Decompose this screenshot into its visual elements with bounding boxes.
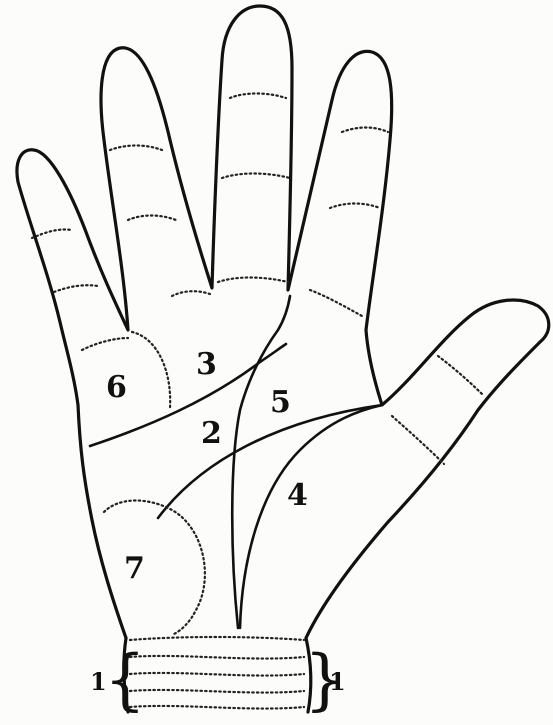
bracelet-line-3 (130, 673, 304, 676)
index-finger-crease-3 (310, 290, 362, 316)
bracelet-line-5 (130, 706, 304, 709)
middle-finger-crease-1 (230, 94, 286, 99)
left-brace: { (104, 641, 146, 718)
index-finger-crease-1 (342, 128, 388, 133)
middle-finger-crease-3 (218, 278, 288, 283)
ring-finger-crease-1 (110, 146, 162, 151)
label-seven: 7 (124, 551, 145, 586)
little-finger-crease-3 (82, 338, 128, 350)
label-six: 6 (106, 370, 127, 405)
middle-finger-crease-2 (222, 174, 290, 179)
index-finger-crease-2 (330, 204, 380, 209)
little-finger-crease-1 (32, 229, 72, 238)
thumb-crease-2 (392, 416, 444, 464)
head-line (158, 405, 382, 518)
bracelet-line-1 (130, 637, 304, 640)
label-four: 4 (287, 478, 308, 513)
thumb-crease-1 (438, 356, 484, 396)
label-two: 2 (201, 416, 222, 451)
mount-6-outline (132, 332, 170, 408)
bracelet-line-4 (130, 690, 304, 693)
label-three: 3 (196, 347, 217, 382)
bracelet-line-2 (130, 656, 304, 659)
little-finger-crease-2 (54, 285, 98, 292)
ring-finger-crease-2 (128, 216, 176, 221)
label-one-right: 1 (329, 667, 346, 696)
ring-finger-crease-3 (172, 291, 210, 296)
label-five: 5 (270, 385, 291, 420)
